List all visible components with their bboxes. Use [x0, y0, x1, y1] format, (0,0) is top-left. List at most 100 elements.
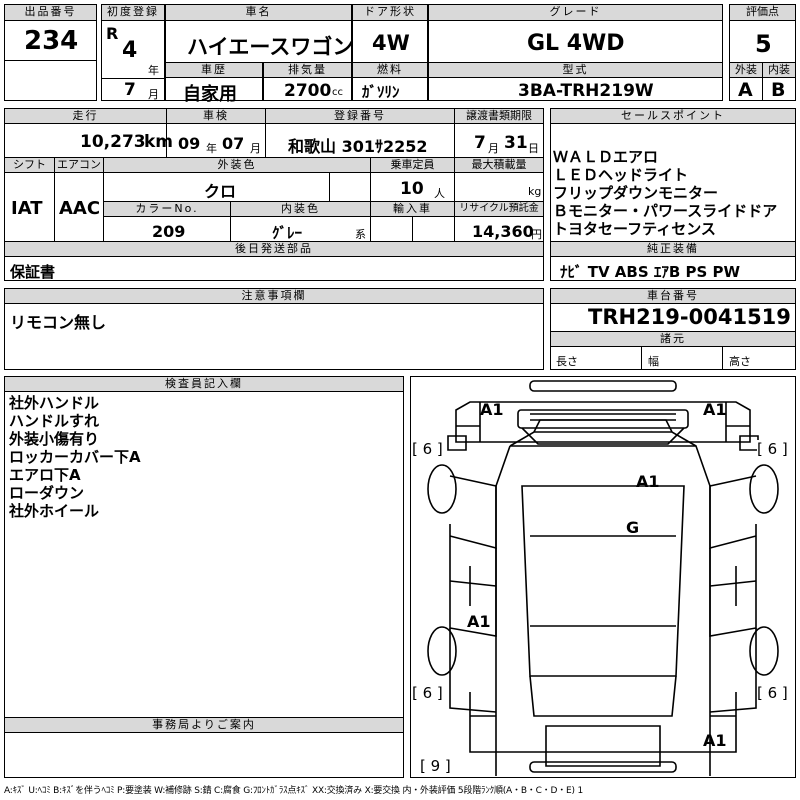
inspection-label: 車検: [166, 108, 266, 124]
inspection-year: 09: [178, 134, 201, 153]
sales-points-label: セールスポイント: [550, 108, 796, 124]
inspection-month: 07: [222, 134, 245, 153]
transfer-label: 譲渡書類期限: [454, 108, 544, 124]
first-reg-year-unit: 年: [148, 64, 159, 77]
dimension-divider-2: [722, 346, 723, 370]
notes-label: 注意事項欄: [4, 288, 544, 304]
displacement: 2700: [284, 81, 332, 101]
interior-grade: B: [771, 79, 786, 101]
office-label: 事務局よりご案内: [4, 717, 404, 733]
interior-color-label: 内装色: [230, 201, 371, 217]
first-reg-year: 4: [122, 38, 138, 63]
inspection-month-unit: 月: [250, 142, 261, 155]
mark-roof: G: [626, 518, 640, 537]
height-label: 高さ: [729, 355, 751, 368]
era: R: [106, 24, 119, 43]
recycle-unit: 円: [531, 228, 542, 241]
interior-color: ｸﾞﾚｰ: [272, 224, 303, 242]
interior-color-suffix: 系: [355, 228, 366, 241]
fuel: ｶﾞｿﾘﾝ: [362, 83, 400, 101]
dimension-divider-1: [641, 346, 642, 370]
aircon-label: エアコン: [54, 157, 104, 173]
door-label: ドア形状: [352, 4, 428, 21]
model-label: 型式: [428, 62, 723, 78]
exterior-grade: A: [738, 79, 753, 101]
color-no: 209: [152, 222, 186, 241]
legend: A:ｷｽﾞ U:ﾍｺﾐ B:ｷｽﾞを伴うﾍｺﾐ P:要塗装 W:補修跡 S:錆 …: [4, 786, 583, 796]
sales-point-item: フリップダウンモニター: [553, 184, 719, 202]
spare-tire: [ 9 ]: [420, 757, 451, 775]
later-parts-label: 後日発送部品: [4, 241, 544, 257]
car-diagram: [418, 380, 788, 776]
inspector-line: 外装小傷有り: [9, 430, 100, 448]
mileage-unit: km: [144, 132, 174, 152]
load-unit: kg: [528, 185, 542, 198]
inspector-line: ハンドルすれ: [9, 412, 100, 430]
equipment-label: 純正装備: [550, 241, 796, 257]
first-reg-label: 初度登録: [101, 4, 165, 21]
exterior-label: 外装: [729, 62, 763, 78]
lot-number-label: 出品番号: [4, 4, 97, 21]
sales-point-item: ＷＡＬＤエアロ: [553, 148, 659, 166]
mark-hood: A1: [636, 472, 660, 491]
first-reg-divider: [101, 78, 165, 79]
chassis-number: TRH219-0041519: [588, 305, 791, 329]
inspector-line: エアロ下A: [9, 466, 81, 484]
first-reg-month-unit: 月: [148, 88, 159, 101]
transfer-day: 31: [504, 133, 528, 153]
history: 自家用: [183, 84, 237, 105]
import-label: 輸入車: [370, 201, 455, 217]
tire-front-left: [ 6 ]: [412, 440, 443, 458]
displacement-label: 排気量: [263, 62, 352, 78]
tire-rear-right: [ 6 ]: [757, 684, 788, 702]
later-parts: 保証書: [10, 263, 56, 281]
aircon: AAC: [59, 198, 101, 219]
mark-front-right: A1: [703, 400, 727, 419]
recycle: 14,360: [472, 222, 534, 241]
first-reg-month: 7: [124, 80, 136, 100]
transfer-day-unit: 日: [528, 142, 539, 155]
inspector-label: 検査員記入欄: [4, 376, 404, 392]
diagram-box: [410, 376, 796, 778]
mileage: 10,273: [80, 132, 146, 152]
mark-front-left: A1: [480, 400, 504, 419]
length-label: 長さ: [556, 355, 578, 368]
registration: 和歌山 301ｻ2252: [288, 137, 428, 156]
exterior-color: クロ: [204, 182, 237, 201]
import-divider: [412, 216, 413, 242]
history-label: 車歴: [165, 62, 263, 78]
mileage-label: 走行: [4, 108, 167, 124]
inspector-line: 社外ハンドル: [9, 394, 100, 412]
displacement-unit: cc: [332, 87, 343, 98]
fuel-label: 燃料: [352, 62, 428, 78]
tire-rear-left: [ 6 ]: [412, 684, 443, 702]
inspector-line: ロッカーカバー下A: [9, 448, 141, 466]
sales-point-item: Ｂモニター・パワースライドドア: [553, 202, 778, 220]
transfer-month-unit: 月: [488, 142, 499, 155]
transfer-month: 7: [474, 133, 486, 153]
shift: IAT: [11, 198, 43, 219]
sales-points-list: ＷＡＬＤエアロ ＬＥＤヘッドライト フリップダウンモニター Ｂモニター・パワース…: [553, 148, 777, 238]
inspector-line: 社外ホイール: [9, 502, 100, 520]
dimensions-label: 諸元: [550, 331, 796, 347]
model: 3BA-TRH219W: [518, 81, 654, 101]
mark-rear-bumper: A1: [703, 731, 727, 750]
sales-point-item: ＬＥＤヘッドライト: [553, 166, 689, 184]
inspector-lines: 社外ハンドル ハンドルすれ 外装小傷有り ロッカーカバー下A エアロ下A ローダ…: [9, 394, 141, 520]
inspection-year-unit: 年: [206, 142, 217, 155]
grade-label: グレード: [428, 4, 723, 21]
width-label: 幅: [648, 355, 659, 368]
lot-number: 234: [24, 26, 79, 56]
chassis-label: 車台番号: [550, 288, 796, 304]
equipment: ﾅﾋﾞ TV ABS ｴｱB PS PW: [560, 263, 741, 281]
capacity-label: 乗車定員: [370, 157, 455, 173]
car-name-label: 車名: [165, 4, 352, 21]
color-no-label: カラーNo.: [103, 201, 231, 217]
lot-number-divider: [4, 60, 97, 61]
car-name: ハイエースワゴン: [187, 35, 354, 59]
notes: リモコン無し: [10, 313, 107, 332]
load-label: 最大積載量: [454, 157, 544, 173]
capacity: 10: [400, 179, 424, 199]
grade: GL 4WD: [527, 31, 625, 56]
tire-front-right: [ 6 ]: [757, 440, 788, 458]
